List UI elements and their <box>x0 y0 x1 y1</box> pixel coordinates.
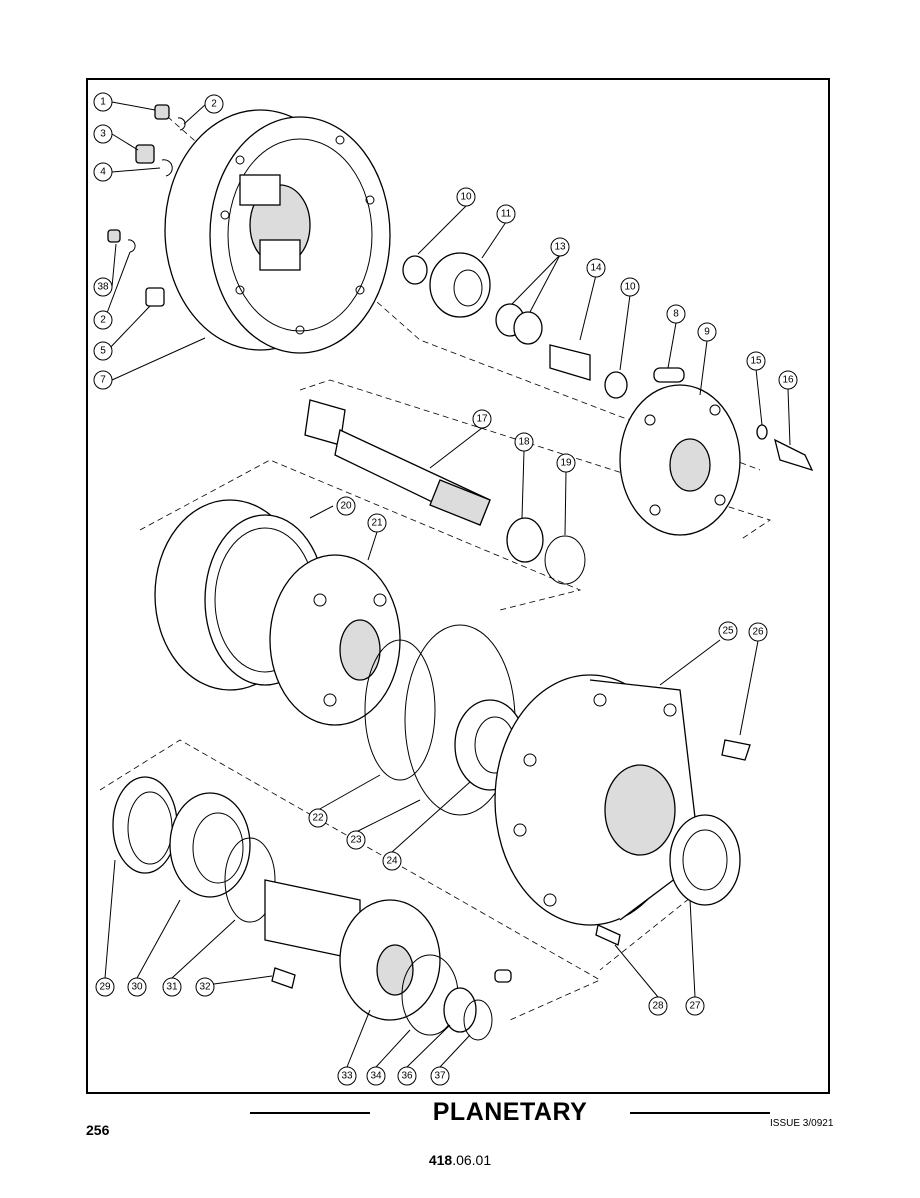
svg-text:22: 22 <box>312 813 324 824</box>
callout-10b: 10 <box>620 277 640 297</box>
callout-36: 36 <box>397 1066 417 1086</box>
title-rule-left <box>250 1112 370 1114</box>
svg-text:38: 38 <box>97 282 109 293</box>
svg-text:34: 34 <box>370 1071 382 1082</box>
section-reference-bold: 418 <box>428 1152 453 1168</box>
svg-text:17: 17 <box>476 414 488 425</box>
callout-19: 19 <box>556 453 576 473</box>
planet-gear-set <box>402 252 685 399</box>
callout-23: 23 <box>346 830 366 850</box>
svg-text:26: 26 <box>752 627 764 638</box>
callout-18: 18 <box>514 432 534 452</box>
svg-text:27: 27 <box>689 1001 701 1012</box>
diagram-frame <box>86 78 830 1094</box>
svg-text:4: 4 <box>100 167 106 178</box>
svg-text:9: 9 <box>704 327 710 338</box>
svg-text:16: 16 <box>782 375 794 386</box>
leader-lines <box>104 101 791 1068</box>
callout-13: 13 <box>550 237 570 257</box>
svg-text:10: 10 <box>460 192 472 203</box>
callout-4: 4 <box>93 162 113 182</box>
carrier-cover <box>619 384 814 536</box>
svg-text:33: 33 <box>341 1071 353 1082</box>
svg-text:23: 23 <box>350 835 362 846</box>
svg-text:7: 7 <box>100 375 106 386</box>
svg-text:36: 36 <box>401 1071 413 1082</box>
svg-text:2: 2 <box>211 99 217 110</box>
callout-5: 5 <box>93 341 113 361</box>
svg-text:15: 15 <box>750 356 762 367</box>
svg-text:11: 11 <box>501 209 512 220</box>
callout-28: 28 <box>648 996 668 1016</box>
footer-title-block: PLANETARY <box>250 1098 770 1128</box>
callout-30: 30 <box>127 977 147 997</box>
svg-text:10: 10 <box>624 282 636 293</box>
callout-32: 32 <box>195 977 215 997</box>
planet-carrier-housing <box>164 109 391 354</box>
callout-16: 16 <box>778 370 798 390</box>
svg-text:20: 20 <box>340 501 352 512</box>
svg-text:21: 21 <box>371 518 383 529</box>
callout-25: 25 <box>718 621 738 641</box>
svg-text:8: 8 <box>673 309 679 320</box>
svg-text:3: 3 <box>100 129 106 140</box>
svg-text:32: 32 <box>199 982 211 993</box>
callout-24: 24 <box>382 851 402 871</box>
callout-7: 7 <box>93 370 113 390</box>
callout-bubbles: 1 2 3 4 38 2 5 7 10 11 13 14 10 8 9 15 1… <box>93 92 798 1086</box>
page-number: 256 <box>86 1122 110 1138</box>
svg-text:1: 1 <box>100 97 106 108</box>
page-title: PLANETARY <box>250 1098 770 1127</box>
callout-3: 3 <box>93 124 113 144</box>
callout-34: 34 <box>366 1066 386 1086</box>
callout-11: 11 <box>496 204 516 224</box>
callout-14: 14 <box>586 258 606 278</box>
callout-10: 10 <box>456 187 476 207</box>
svg-text:14: 14 <box>590 263 602 274</box>
callout-9: 9 <box>697 322 717 342</box>
svg-text:19: 19 <box>560 458 572 469</box>
callout-27: 27 <box>685 996 705 1016</box>
svg-text:29: 29 <box>99 982 111 993</box>
svg-text:24: 24 <box>386 856 398 867</box>
sun-shaft <box>304 399 586 585</box>
callout-26: 26 <box>748 622 768 642</box>
spindle-seal-group <box>112 776 296 989</box>
callout-33: 33 <box>337 1066 357 1086</box>
callout-15: 15 <box>746 351 766 371</box>
callout-17: 17 <box>472 409 492 429</box>
wheel-hub-housing <box>494 674 751 946</box>
svg-text:30: 30 <box>131 982 143 993</box>
svg-text:28: 28 <box>652 1001 664 1012</box>
callout-31: 31 <box>162 977 182 997</box>
svg-text:2: 2 <box>100 315 106 326</box>
title-rule-right <box>630 1112 770 1114</box>
callout-37: 37 <box>430 1066 450 1086</box>
plug-parts <box>107 104 186 307</box>
spindle <box>264 879 512 1041</box>
callout-20: 20 <box>336 496 356 516</box>
svg-text:25: 25 <box>722 626 734 637</box>
callout-22: 22 <box>308 808 328 828</box>
callout-21: 21 <box>367 513 387 533</box>
section-reference: 418.06.01 <box>0 1152 920 1168</box>
callout-29: 29 <box>95 977 115 997</box>
callout-2b: 2 <box>93 310 113 330</box>
svg-text:37: 37 <box>434 1071 446 1082</box>
ring-gear <box>154 499 401 726</box>
callout-8: 8 <box>666 304 686 324</box>
callout-1: 1 <box>93 92 113 112</box>
svg-text:18: 18 <box>518 437 530 448</box>
callout-38: 38 <box>93 277 113 297</box>
svg-text:13: 13 <box>554 242 566 253</box>
svg-text:31: 31 <box>166 982 178 993</box>
issue-label: ISSUE 3/0921 <box>770 1118 834 1129</box>
svg-text:5: 5 <box>100 346 106 357</box>
callout-2: 2 <box>204 94 224 114</box>
section-reference-rest: .06.01 <box>452 1152 492 1168</box>
